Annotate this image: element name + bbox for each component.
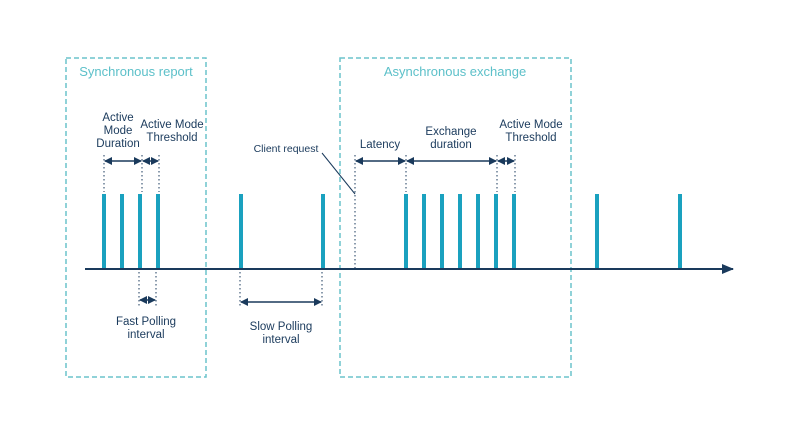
synchronous-report-box xyxy=(65,57,207,378)
slow-polling-label-1: Slow Polling xyxy=(250,321,313,333)
active-mode-threshold-right-label-2: Threshold xyxy=(505,132,556,144)
pulse xyxy=(404,194,408,269)
pulse xyxy=(138,194,142,269)
fast-polling-label-1: Fast Polling xyxy=(116,316,176,328)
pulse xyxy=(156,194,160,269)
pulse xyxy=(120,194,124,269)
active-mode-duration-label-1: Active xyxy=(102,112,133,124)
pulse xyxy=(321,194,325,269)
pulse xyxy=(512,194,516,269)
pulse xyxy=(595,194,599,269)
latency-label: Latency xyxy=(360,139,401,151)
lower-arrows xyxy=(139,296,322,306)
active-mode-threshold-left-label-1: Active Mode xyxy=(140,119,203,131)
active-mode-threshold-left-label-2: Threshold xyxy=(146,132,197,144)
pulse xyxy=(102,194,106,269)
active-mode-threshold-right-label-1: Active Mode xyxy=(499,119,562,131)
pulse xyxy=(458,194,462,269)
client-request-pointer xyxy=(321,152,356,195)
asynchronous-exchange-title: Asynchronous exchange xyxy=(384,64,526,79)
asynchronous-exchange-box xyxy=(339,57,572,378)
exchange-duration-label-2: duration xyxy=(430,139,472,151)
pulses xyxy=(102,194,682,269)
active-mode-duration-label-3: Duration xyxy=(96,138,139,150)
upper-guides xyxy=(103,155,516,269)
synchronous-report-title: Synchronous report xyxy=(79,64,193,79)
fast-polling-label-2: interval xyxy=(127,329,164,341)
pulse xyxy=(422,194,426,269)
pulse xyxy=(678,194,682,269)
active-mode-duration-label-2: Mode xyxy=(104,125,133,137)
pulse xyxy=(239,194,243,269)
pulse xyxy=(476,194,480,269)
client-request-label: Client request xyxy=(254,143,319,155)
exchange-duration-label-1: Exchange xyxy=(425,126,476,138)
pulse xyxy=(440,194,444,269)
pulse xyxy=(494,194,498,269)
slow-polling-label-2: interval xyxy=(262,334,299,346)
